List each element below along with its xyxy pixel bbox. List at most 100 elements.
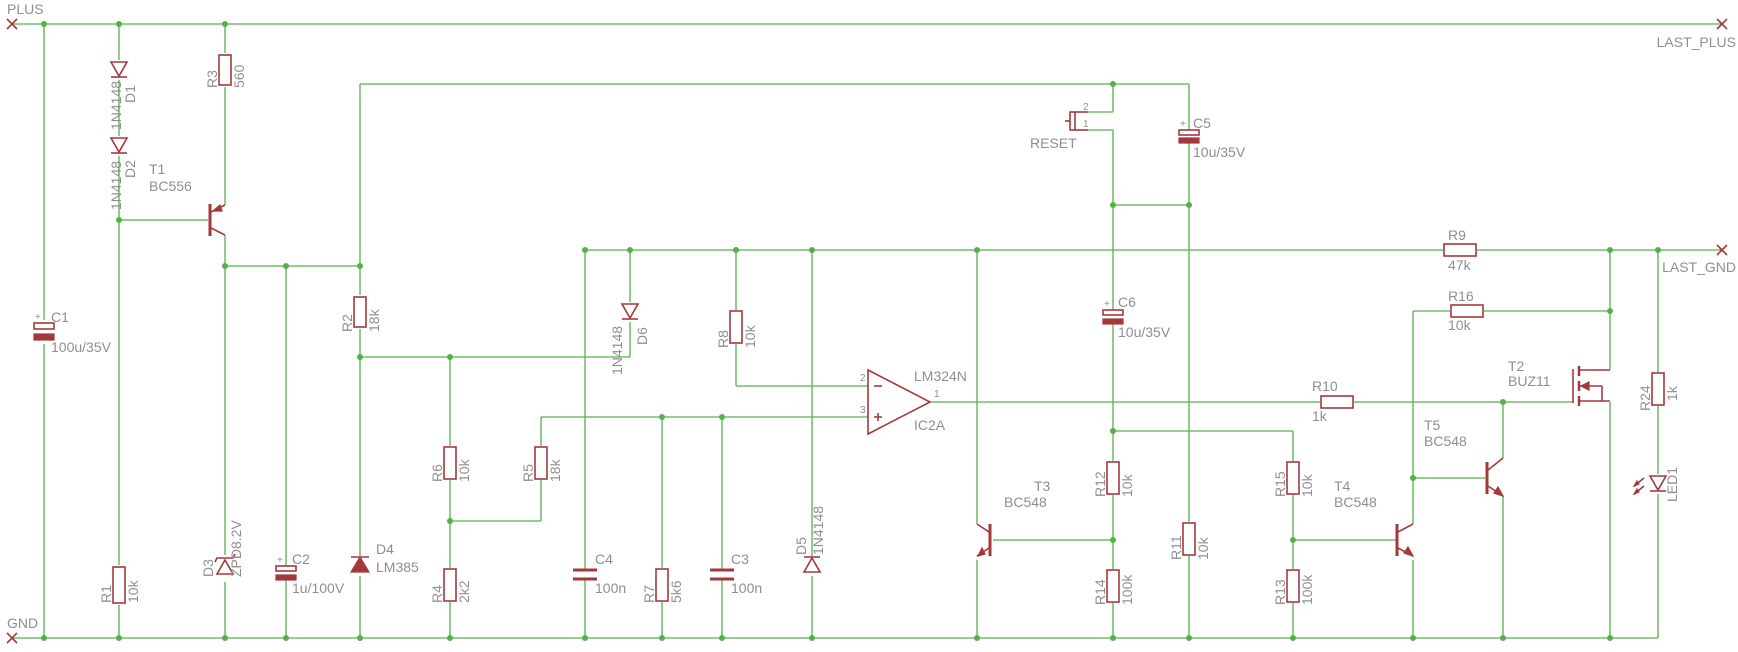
- c3-name: C3: [731, 551, 749, 567]
- r5-value: 18k: [547, 458, 563, 482]
- d6-name: D6: [634, 327, 650, 345]
- junction-dot: [41, 21, 47, 27]
- r16-name: R16: [1448, 288, 1474, 304]
- resistor-r8: R8 10k: [715, 310, 758, 348]
- junction-dot: [447, 354, 453, 360]
- resistor-r3: R3 560: [204, 54, 247, 88]
- net-plus: PLUS: [6, 1, 44, 30]
- resistor-r11: R11 10k: [1168, 522, 1211, 560]
- led-led1: LED1: [1632, 467, 1680, 502]
- r7-name: R7: [641, 585, 657, 603]
- r4-value: 2k2: [456, 580, 472, 603]
- c5-value: 10u/35V: [1193, 144, 1246, 160]
- capacitor-c5: + C5 10u/35V: [1178, 115, 1246, 160]
- junction-dot: [627, 247, 633, 253]
- c2-name: C2: [292, 551, 310, 567]
- diode-d5: D5 1N4148: [793, 506, 826, 573]
- diode-d6: 1N4148 D6: [609, 303, 650, 375]
- junction-dot: [1110, 81, 1116, 87]
- junction-dot: [719, 635, 725, 641]
- junction-dot: [1110, 635, 1116, 641]
- resistor-r16: R16 10k: [1448, 288, 1484, 333]
- resistor-r10: R10 1k: [1312, 378, 1354, 424]
- c6-name: C6: [1118, 294, 1136, 310]
- d2-name: D2: [122, 160, 138, 178]
- r2-value: 18k: [366, 308, 382, 332]
- junction-dot: [1290, 537, 1296, 543]
- d5-value: 1N4148: [810, 506, 826, 555]
- junction-dot: [222, 635, 228, 641]
- resistor-r7: R7 5k6: [641, 568, 684, 603]
- junction-dot: [41, 635, 47, 641]
- c2-value: 1u/100V: [292, 580, 345, 596]
- r10-value: 1k: [1312, 408, 1328, 424]
- junction-dot: [283, 635, 289, 641]
- r12-value: 10k: [1119, 473, 1135, 497]
- r9-value: 47k: [1448, 257, 1472, 273]
- t1-value: BC556: [149, 178, 192, 194]
- resistor-r2: R2 18k: [339, 296, 382, 332]
- r1-value: 10k: [125, 579, 141, 603]
- junction-dot: [116, 217, 122, 223]
- c4-name: C4: [595, 551, 613, 567]
- t3-value: BC548: [1004, 494, 1047, 510]
- junction-dot: [1607, 635, 1613, 641]
- net-gnd-label: GND: [7, 615, 38, 631]
- resistor-r5: R5 18k: [520, 446, 563, 482]
- d4-value: LM385: [376, 559, 419, 575]
- junction-dot: [809, 247, 815, 253]
- t5-name: T5: [1424, 417, 1441, 433]
- ic2a-pin-minus: 2: [860, 373, 866, 384]
- r2-name: R2: [339, 314, 355, 332]
- d5-name: D5: [793, 537, 809, 555]
- c1-value: 100u/35V: [51, 339, 112, 355]
- zener-d3: D3 ZPD8.2V: [200, 520, 244, 577]
- ic2a-value: LM324N: [914, 368, 967, 384]
- t4-value: BC548: [1334, 494, 1377, 510]
- r24-name: R24: [1637, 385, 1653, 411]
- junction-dots: [41, 21, 1661, 641]
- net-gnd: GND: [6, 615, 38, 644]
- resistor-r24: R24 1k: [1637, 372, 1680, 411]
- ic2a-pin-plus: 3: [860, 405, 866, 416]
- reset-pin-1: 1: [1083, 119, 1089, 130]
- transistor-t3: T3 BC548: [976, 478, 1051, 557]
- ic2a-pin-out: 1: [934, 389, 940, 400]
- r14-name: R14: [1092, 579, 1108, 605]
- junction-dot: [283, 263, 289, 269]
- junction-dot: [116, 635, 122, 641]
- d3-value: ZPD8.2V: [228, 520, 244, 577]
- resistor-r4: R4 2k2: [429, 568, 472, 603]
- t2-value: BUZ11: [1508, 373, 1551, 389]
- t1-name: T1: [149, 161, 166, 177]
- r8-name: R8: [715, 330, 731, 348]
- led1-name: LED1: [1664, 467, 1680, 502]
- junction-dot: [974, 635, 980, 641]
- capacitor-c4: C4 100n: [573, 551, 626, 596]
- resistor-r6: R6 10k: [429, 446, 472, 482]
- junction-dot: [1110, 428, 1116, 434]
- r9-name: R9: [1448, 227, 1466, 243]
- svg-text:+: +: [277, 555, 283, 566]
- junction-dot: [222, 263, 228, 269]
- r11-value: 10k: [1195, 536, 1211, 560]
- r10-name: R10: [1312, 378, 1338, 394]
- r24-value: 1k: [1664, 385, 1680, 401]
- c5-name: C5: [1193, 115, 1211, 131]
- junction-dot: [447, 518, 453, 524]
- r3-value: 560: [231, 64, 247, 88]
- net-plus-label: PLUS: [7, 1, 44, 17]
- c4-value: 100n: [595, 580, 626, 596]
- resistor-r15: R15 10k: [1272, 461, 1315, 497]
- junction-dot: [116, 21, 122, 27]
- junction-dot: [447, 635, 453, 641]
- r3-name: R3: [204, 70, 220, 88]
- junction-dot: [357, 263, 363, 269]
- junction-dot: [659, 414, 665, 420]
- r15-name: R15: [1272, 471, 1288, 497]
- resistor-r1: R1 10k: [98, 566, 141, 604]
- junction-dot: [1607, 308, 1613, 314]
- d3-name: D3: [200, 559, 216, 577]
- diode-d1: D1 1N4148: [108, 61, 138, 130]
